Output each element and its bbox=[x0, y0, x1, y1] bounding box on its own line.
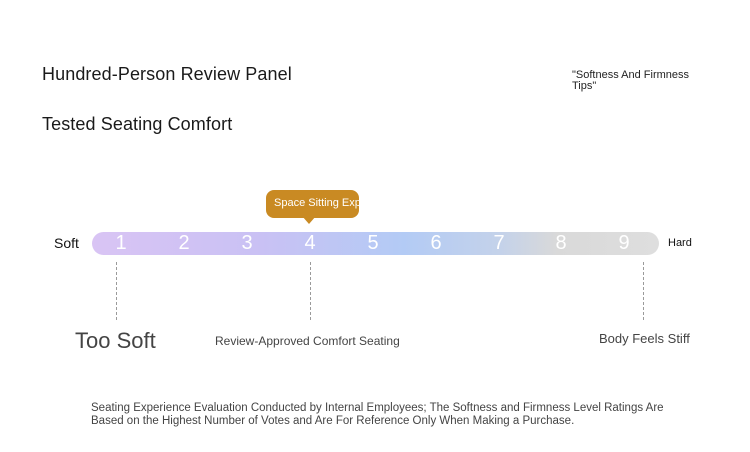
scale-number-7: 7 bbox=[493, 232, 505, 254]
stiff-marker-line bbox=[643, 262, 644, 320]
rating-bubble bbox=[266, 190, 359, 218]
evaluation-footnote: Seating Experience Evaluation Conducted … bbox=[91, 402, 664, 427]
approved-marker-line bbox=[310, 262, 311, 320]
scale-hard-label: Hard bbox=[668, 237, 692, 249]
page-title: Hundred-Person Review Panel bbox=[42, 64, 292, 84]
scale-number-1: 1 bbox=[115, 232, 127, 254]
body-stiff-label: Body Feels Stiff bbox=[599, 331, 690, 346]
softness-scale-track bbox=[92, 232, 659, 255]
too-soft-label: Too Soft bbox=[75, 328, 156, 353]
page-subtitle: Tested Seating Comfort bbox=[42, 114, 233, 134]
scale-number-9: 9 bbox=[618, 232, 630, 254]
rating-bubble-pointer bbox=[302, 216, 316, 224]
rating-bubble-label: Space Sitting Experience bbox=[274, 197, 397, 209]
scale-number-3: 3 bbox=[241, 232, 253, 254]
approved-comfort-label: Review-Approved Comfort Seating bbox=[215, 334, 400, 348]
scale-number-5: 5 bbox=[367, 232, 379, 254]
scale-number-2: 2 bbox=[178, 232, 190, 254]
scale-number-6: 6 bbox=[430, 232, 442, 254]
scale-number-4: 4 bbox=[304, 232, 316, 254]
too-soft-marker-line bbox=[116, 262, 117, 320]
softness-tips-link[interactable]: "Softness And Firmness Tips" bbox=[572, 69, 690, 92]
scale-number-8: 8 bbox=[555, 232, 567, 254]
scale-soft-label: Soft bbox=[54, 235, 79, 251]
